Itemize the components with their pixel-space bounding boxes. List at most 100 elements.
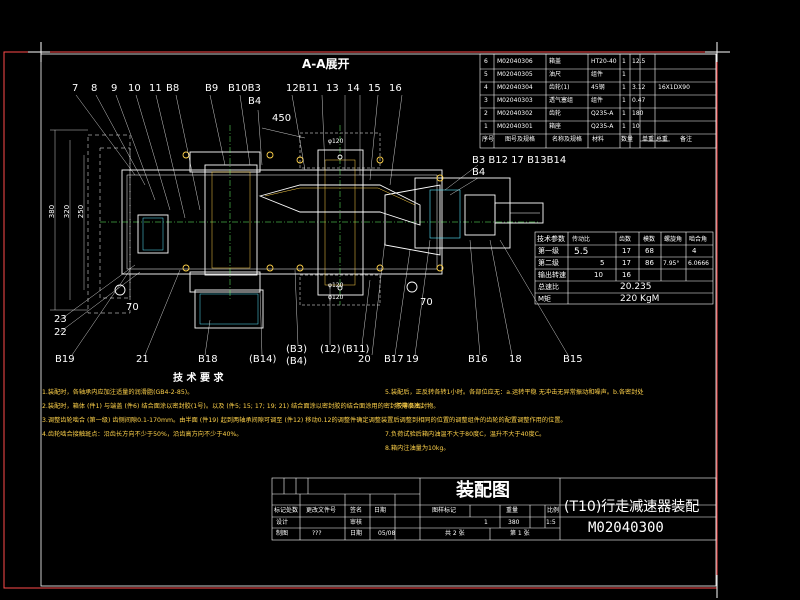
tb-design: 设计: [276, 519, 289, 526]
hole-bottom: [337, 285, 343, 291]
tb-drafter-label: 制图: [276, 530, 289, 537]
spec-row2-a: 5: [600, 259, 605, 267]
tb-label-5: 重量: [506, 507, 519, 514]
spec-header-2: 齿数: [619, 236, 632, 243]
parts-cell: 10: [632, 123, 640, 130]
parts-cell: 箱盖: [549, 58, 562, 65]
req-7: 7.负荷试验后箱内油温不大于80度C，温升不大于40度C。: [385, 431, 546, 438]
parts-header-cell: 材料: [592, 136, 605, 143]
dimension-phi-bottom: φ120: [328, 294, 344, 301]
spec-row2-e: 6.0666: [688, 260, 709, 267]
parts-cell: 1: [622, 97, 626, 104]
dimension-phi-mid: φ120: [328, 282, 344, 289]
gear-left: [137, 214, 169, 254]
dimension-450: 450: [272, 113, 292, 124]
balloon-right-1: B3 B12 17 B13B14: [472, 155, 567, 166]
spec-table-grid: [534, 231, 714, 305]
bolt: [376, 156, 384, 164]
gear-mid: [204, 164, 258, 276]
parts-cell: 0.47: [632, 97, 646, 104]
parts-cell: 组件: [591, 97, 604, 104]
balloon-13: 13: [326, 83, 339, 94]
parts-cell: M02040303: [497, 97, 533, 104]
spec-row1-angle: 4: [692, 247, 697, 255]
balloon-12B11: 12B11: [286, 83, 319, 94]
output-bearing-2: [464, 194, 496, 236]
bolt: [182, 264, 190, 272]
bolt: [266, 151, 274, 159]
drawing-name: 装配图: [456, 480, 510, 501]
dimension-phi-top: φ120: [328, 138, 344, 145]
parts-cell: 1: [622, 84, 626, 91]
spec-total-ratio-label: 总速比: [538, 283, 559, 291]
req-5: 5.装配后，正反转各转1小时。各部位应无：a.运转平稳 无冲击无异常振动和噪声。…: [385, 389, 644, 396]
parts-cell: 45钢: [591, 84, 605, 91]
outer-frame: [3, 51, 718, 589]
parts-cell: M02040302: [497, 110, 533, 117]
drawing-number: M02040300: [588, 520, 664, 536]
parts-list-grid: [479, 53, 717, 149]
spec-row2-b: 17: [622, 259, 631, 267]
spec-row1-label: 第一级: [538, 247, 559, 255]
dimension-450-line: [261, 127, 306, 139]
parts-cell: 齿轮: [549, 110, 562, 117]
section-title: A-A展开: [302, 57, 350, 71]
balloon-16: 16: [389, 83, 402, 94]
tb-label-0: 标记处数: [274, 507, 299, 514]
gear-right-inner: [324, 159, 356, 286]
balloon-B15: B15: [563, 354, 583, 365]
parts-cell: 16X1DX90: [658, 84, 690, 91]
parts-cell: 180: [632, 110, 644, 117]
req-1: 1.装配时，各轴承内应加注适量的润滑脂(GB4-2-85)。: [42, 389, 194, 396]
balloon-B11p: (B11): [342, 344, 370, 355]
bolt: [376, 264, 384, 272]
motor-block: [194, 289, 264, 329]
parts-header-cell: 单重 总重: [642, 136, 668, 143]
tb-label-1: 更改文件号: [306, 507, 337, 514]
hole-top: [337, 154, 343, 160]
balloon-7: 7: [72, 83, 79, 94]
spec-header-3: 模数: [643, 236, 656, 243]
parts-cell: 3: [484, 97, 488, 104]
balloon-19: 19: [406, 354, 419, 365]
balloon-10: 10: [128, 83, 141, 94]
gear-mid-inner: [211, 171, 251, 269]
req-2: 2.装配时，箱体 (件1) 与端盖 (件6) 结合面涂以密封胶(1号)。以及 (…: [42, 403, 440, 410]
req-8: 8.箱内注油量为10kg。: [385, 445, 450, 452]
balloon-21: 21: [136, 354, 149, 365]
parts-cell: M02040306: [497, 58, 533, 65]
output-shaft: [494, 202, 544, 224]
balloon-18: 18: [509, 354, 522, 365]
parts-cell: M02040301: [497, 123, 533, 130]
spec-row3-b: 16: [622, 271, 631, 279]
balloon-B8: B8: [166, 83, 180, 94]
spec-row1-module: 68: [645, 247, 654, 255]
leader-lines-bottom: [59, 239, 569, 356]
balloon-8: 8: [91, 83, 98, 94]
gear-left-hatch: [142, 217, 164, 251]
dimension-250: 250: [77, 204, 86, 219]
tb-sheet-no: 第 1 张: [510, 530, 530, 537]
balloon-B14: (B14): [249, 354, 277, 365]
bolt: [406, 281, 418, 293]
dimension-70-right: 70: [420, 297, 433, 308]
balloon-B4: B4: [248, 96, 262, 107]
spec-header-5: 啮合角: [689, 236, 708, 243]
spec-total-ratio: 20.235: [620, 282, 652, 292]
req-3: 3.调整齿轮啮合 (第一级) 齿侧间隙0.1-170mm。由半面 (件19) 起…: [42, 417, 567, 424]
parts-cell: 组件: [591, 71, 604, 78]
output-housing: [414, 177, 511, 249]
parts-cell: 1: [622, 110, 626, 117]
tb-sheet-total: 共 2 张: [445, 530, 465, 537]
parts-cell: 1: [484, 123, 488, 130]
dimension-380: 380: [48, 204, 57, 219]
parts-cell: 1: [622, 58, 626, 65]
leader-lines-right: [444, 164, 479, 196]
balloon-B3: (B3): [286, 344, 308, 355]
gearbox-assembly-drawing: [50, 94, 569, 356]
balloon-15: 15: [368, 83, 381, 94]
tb-scale: 1:5: [546, 519, 556, 526]
parts-cell: 6: [484, 58, 488, 65]
balloon-12p: (12): [320, 344, 341, 355]
parts-cell: 1: [622, 123, 626, 130]
